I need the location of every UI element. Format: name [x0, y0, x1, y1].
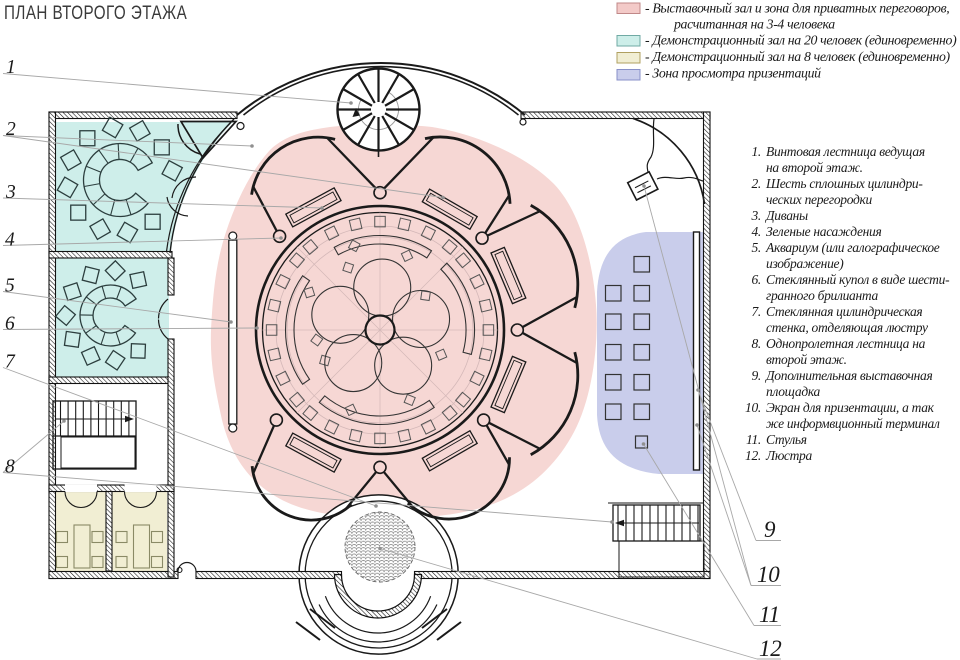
svg-text:7.: 7.: [751, 304, 761, 319]
svg-text:4.: 4.: [751, 224, 761, 239]
svg-text:Диваны: Диваны: [764, 208, 808, 223]
svg-text:- Демонстрационный зал на 8 че: - Демонстрационный зал на 8 человек (еди…: [645, 49, 951, 65]
svg-text:9.: 9.: [751, 368, 761, 383]
svg-text:1.: 1.: [751, 144, 761, 159]
svg-text:Однопролетная лестница на: Однопролетная лестница на: [766, 336, 926, 351]
svg-text:12.: 12.: [745, 448, 761, 463]
svg-text:гранного брилианта: гранного брилианта: [766, 288, 878, 303]
svg-text:2.: 2.: [751, 176, 761, 191]
svg-text:Зеленые насаждения: Зеленые насаждения: [766, 224, 881, 239]
svg-text:второй этаж.: второй этаж.: [766, 352, 847, 367]
svg-text:Стеклянная цилиндрическая: Стеклянная цилиндрическая: [766, 304, 922, 319]
svg-text:6.: 6.: [751, 272, 761, 287]
svg-text:изображение): изображение): [766, 256, 844, 271]
svg-text:Винтовая лестница ведущая: Винтовая лестница ведущая: [766, 144, 925, 159]
svg-text:площадка: площадка: [766, 384, 821, 399]
svg-text:Стеклянный купол в виде шести-: Стеклянный купол в виде шести-: [766, 272, 950, 287]
svg-text:4: 4: [5, 230, 15, 251]
svg-text:Стулья: Стулья: [766, 432, 807, 447]
svg-text:Шесть сплошных цилиндри-: Шесть сплошных цилиндри-: [765, 176, 923, 191]
svg-text:2: 2: [6, 119, 16, 140]
svg-text:- Демонстрационный зал на 20 ч: - Демонстрационный зал на 20 человек (ед…: [645, 33, 957, 49]
svg-text:стенка, отделяющая люстру: стенка, отделяющая люстру: [766, 320, 928, 335]
svg-text:на второй этаж.: на второй этаж.: [766, 160, 863, 175]
svg-text:Дополнительная выставочная: Дополнительная выставочная: [764, 368, 932, 383]
svg-text:же информвционный терминал: же информвционный терминал: [766, 416, 940, 431]
svg-text:Люстра: Люстра: [765, 448, 812, 463]
svg-text:3: 3: [5, 182, 16, 203]
svg-text:6: 6: [5, 314, 15, 335]
svg-text:расчитанная на 3-4 человека: расчитанная на 3-4 человека: [673, 17, 835, 32]
svg-text:11.: 11.: [746, 432, 761, 447]
svg-text:5.: 5.: [751, 240, 761, 255]
svg-text:ПЛАН ВТОРОГО ЭТАЖА: ПЛАН ВТОРОГО ЭТАЖА: [4, 1, 187, 23]
svg-text:ческих перегородки: ческих перегородки: [766, 192, 873, 207]
svg-text:Аквариум (или галографическое: Аквариум (или галографическое: [765, 240, 940, 255]
svg-text:11: 11: [759, 602, 780, 627]
svg-text:10.: 10.: [745, 400, 761, 415]
svg-text:5: 5: [5, 276, 15, 297]
svg-text:7: 7: [5, 352, 16, 373]
svg-text:Экран для призентации, а так: Экран для призентации, а так: [766, 400, 935, 415]
svg-text:12: 12: [759, 636, 781, 660]
svg-text:- Выставочный зал и зона для п: - Выставочный зал и зона для приватных п…: [645, 1, 949, 16]
svg-text:3.: 3.: [750, 208, 761, 223]
svg-text:- Зона просмотра призентаций: - Зона просмотра призентаций: [645, 66, 821, 81]
svg-text:8.: 8.: [751, 336, 761, 351]
svg-text:9: 9: [764, 517, 776, 542]
svg-text:10: 10: [757, 562, 780, 587]
svg-text:8: 8: [5, 457, 15, 478]
svg-text:1: 1: [6, 57, 15, 78]
